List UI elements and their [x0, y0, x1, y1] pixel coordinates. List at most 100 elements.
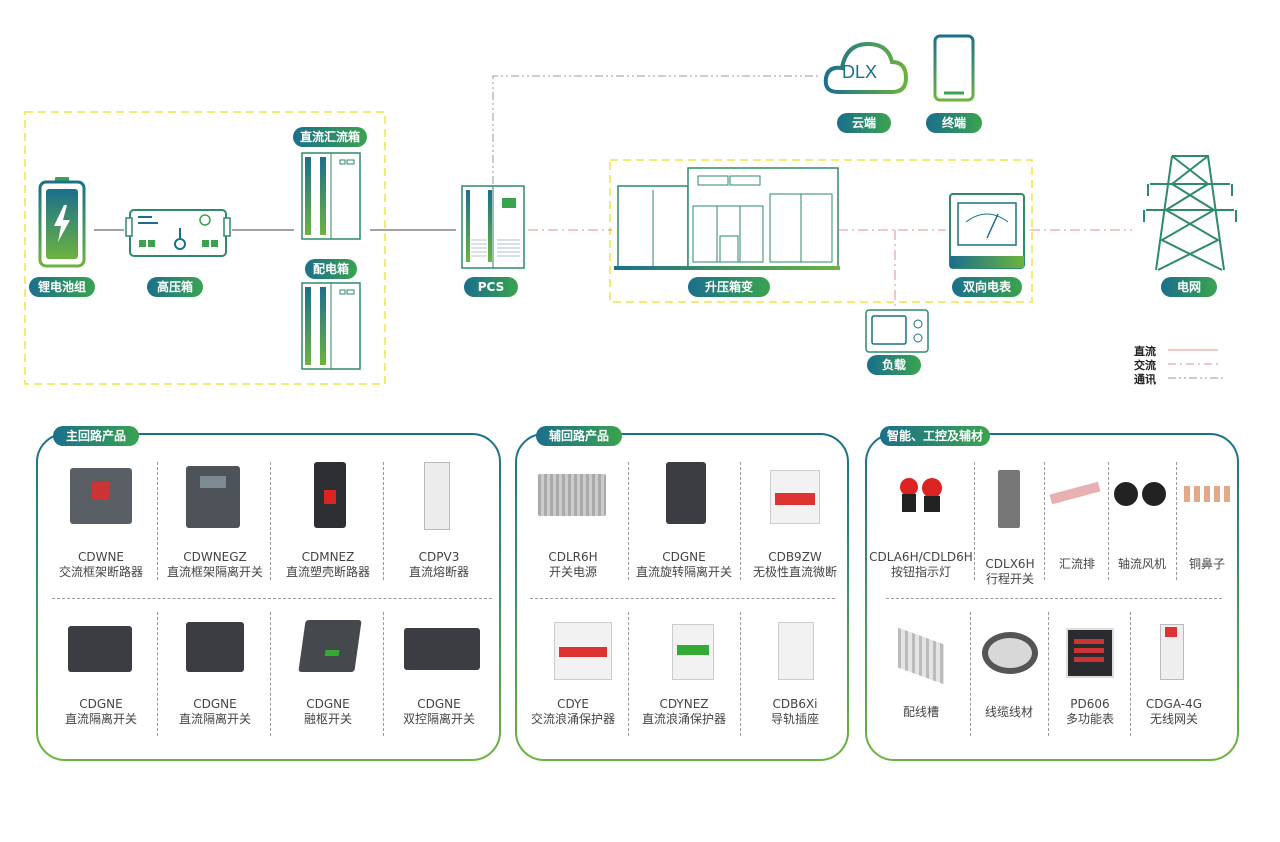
product-description: 轴流风机 — [1117, 557, 1166, 571]
phone-icon — [933, 34, 975, 102]
divider — [157, 462, 158, 580]
product-description: 融枢开关 — [303, 712, 352, 726]
product-image-cdwne — [70, 468, 132, 524]
divider — [628, 612, 629, 736]
comm-line — [492, 75, 820, 184]
smart-panel-border — [865, 433, 1239, 761]
load-icon — [865, 309, 929, 353]
product-model: CDGNE — [417, 697, 461, 711]
product-image-pd606 — [1066, 628, 1114, 678]
product-image-cdwnegz — [186, 466, 240, 528]
product-image-cdgne-2 — [186, 622, 244, 672]
product-description: 直流塑壳断路器 — [285, 565, 370, 579]
product-item-smart-4: 铜鼻子 — [1137, 557, 1277, 572]
product-description: 多功能表 — [1065, 712, 1114, 726]
smart-panel-title: 智能、工控及辅材 — [880, 426, 990, 446]
hv-box-icon — [125, 209, 231, 257]
legend-ac: 交流 — [1134, 359, 1156, 372]
product-model: CDGA-4G — [1145, 697, 1203, 711]
divider — [270, 462, 271, 580]
product-image-cdgne-4 — [404, 628, 480, 670]
pcs-label: PCS — [464, 277, 518, 297]
product-image-cdlx6h — [998, 470, 1020, 528]
product-description: 直流隔离开关 — [178, 712, 251, 726]
divider — [740, 462, 741, 580]
product-model: CDGNE — [306, 697, 350, 711]
product-model: CDLR6H — [548, 550, 598, 564]
product-model: CDYNEZ — [659, 697, 709, 711]
product-description: 开关电源 — [548, 565, 597, 579]
product-model: CDLA6H/CDLD6H — [869, 550, 973, 564]
cloud-logo-text: DLX — [842, 62, 878, 82]
product-description: 直流框架隔离开关 — [166, 565, 263, 579]
stepup-label: 升压箱变 — [688, 277, 770, 297]
terminal-label: 终端 — [926, 113, 982, 133]
divider — [886, 598, 1222, 599]
product-image-cdb9zw — [770, 470, 820, 524]
aux-panel-border — [515, 433, 849, 761]
battery-icon — [38, 177, 86, 268]
stepup-transformer-icon — [614, 167, 840, 270]
product-model: CDGNE — [79, 697, 123, 711]
product-description: 按钮指示灯 — [890, 565, 951, 579]
product-description: 交流框架断路器 — [58, 565, 143, 579]
dc-combiner-label: 直流汇流箱 — [293, 127, 367, 147]
product-image-cdb6xi — [778, 622, 814, 680]
product-image-cable — [982, 632, 1038, 674]
product-model: CDYE — [557, 697, 589, 711]
product-description: 无线网关 — [1149, 712, 1198, 726]
product-description: 直流旋转隔离开关 — [635, 565, 732, 579]
divider — [1048, 612, 1049, 736]
product-description: 双控隔离开关 — [402, 712, 475, 726]
product-description: 无极性直流微断 — [752, 565, 837, 579]
product-model: CDWNE — [77, 550, 125, 564]
product-description: 交流浪涌保护器 — [530, 712, 615, 726]
product-model: CDMNEZ — [301, 550, 355, 564]
divider — [270, 612, 271, 736]
distribution-box-label: 配电箱 — [305, 259, 357, 279]
divider — [1176, 462, 1177, 580]
product-model: CDGNE — [193, 697, 237, 711]
product-model: CDPV3 — [418, 550, 460, 564]
product-item-smart-6: 线缆线材 — [939, 705, 1079, 720]
divider — [1130, 612, 1131, 736]
legend-dc: 直流 — [1134, 345, 1156, 358]
grid-label: 电网 — [1161, 277, 1217, 297]
divider — [383, 612, 384, 736]
stepup-area-box — [609, 159, 1033, 303]
product-image-lug — [1184, 486, 1232, 502]
product-image-cdynez — [672, 624, 714, 680]
product-model: CDGNE — [662, 550, 706, 564]
product-image-cdgne-3 — [298, 620, 362, 672]
product-description: 导轨插座 — [770, 712, 819, 726]
product-description: 直流浪涌保护器 — [641, 712, 726, 726]
product-item-smart-3: 轴流风机 — [1072, 557, 1212, 572]
product-image-cdpv3 — [424, 462, 450, 530]
product-model: CDLX6H — [985, 557, 1035, 571]
pcs-icon — [461, 185, 525, 269]
product-description: 配线槽 — [902, 705, 939, 719]
hv-box-label: 高压箱 — [147, 277, 203, 297]
divider — [530, 598, 835, 599]
battery-label: 锂电池组 — [29, 277, 95, 297]
divider — [970, 612, 971, 736]
battery-area-box — [24, 111, 386, 385]
main-panel-border — [36, 433, 501, 761]
cloud-label: 云端 — [837, 113, 891, 133]
distribution-box-icon — [301, 282, 361, 370]
product-image-cdgne-rotary — [666, 462, 706, 524]
divider — [383, 462, 384, 580]
